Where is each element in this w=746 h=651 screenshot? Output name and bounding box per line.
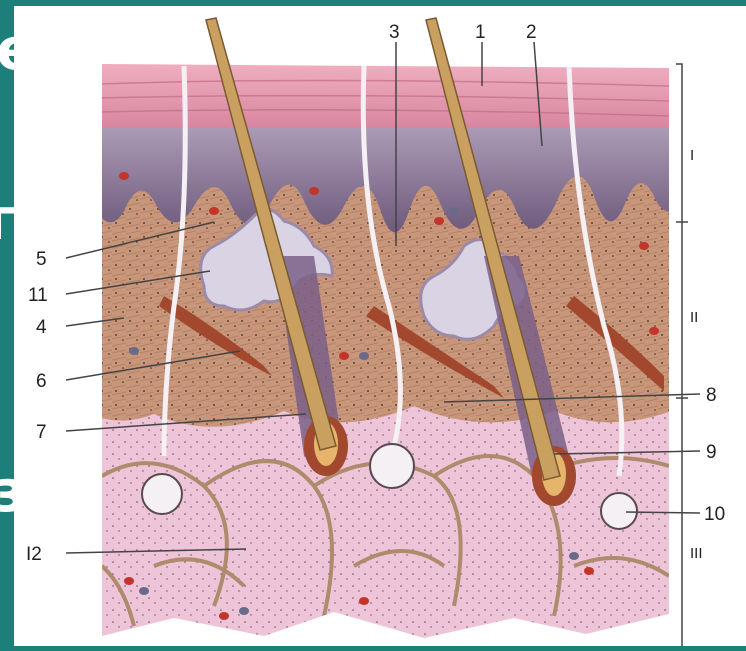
right-labels: 8 9 10 bbox=[704, 385, 725, 525]
layer-labels: I II III bbox=[690, 147, 703, 562]
tissue-block bbox=[94, 56, 684, 646]
label-8: 8 bbox=[706, 385, 717, 406]
label-7: 7 bbox=[36, 422, 47, 443]
skin-cross-section-diagram: 5 11 4 6 7 I2 8 9 10 3 1 2 I I bbox=[14, 6, 746, 646]
label-11: 11 bbox=[28, 285, 48, 306]
label-2: 2 bbox=[526, 22, 537, 43]
label-3: 3 bbox=[389, 22, 400, 43]
label-1: 1 bbox=[475, 22, 486, 43]
label-5: 5 bbox=[36, 249, 47, 270]
layer-label-hypodermis: III bbox=[690, 545, 703, 562]
layer-label-dermis: II bbox=[690, 309, 698, 326]
left-labels: 5 11 4 6 7 I2 bbox=[26, 249, 48, 565]
label-10: 10 bbox=[704, 504, 725, 525]
label-12: I2 bbox=[26, 544, 42, 565]
layer-label-epidermis: I bbox=[690, 147, 694, 164]
label-9: 9 bbox=[706, 442, 717, 463]
diagram-card: 5 11 4 6 7 I2 8 9 10 3 1 2 I I bbox=[14, 6, 746, 646]
top-labels: 3 1 2 bbox=[389, 22, 537, 43]
layer-bracket bbox=[676, 64, 688, 646]
hypodermis-layer bbox=[94, 386, 684, 646]
label-4: 4 bbox=[36, 317, 47, 338]
label-6: 6 bbox=[36, 371, 47, 392]
